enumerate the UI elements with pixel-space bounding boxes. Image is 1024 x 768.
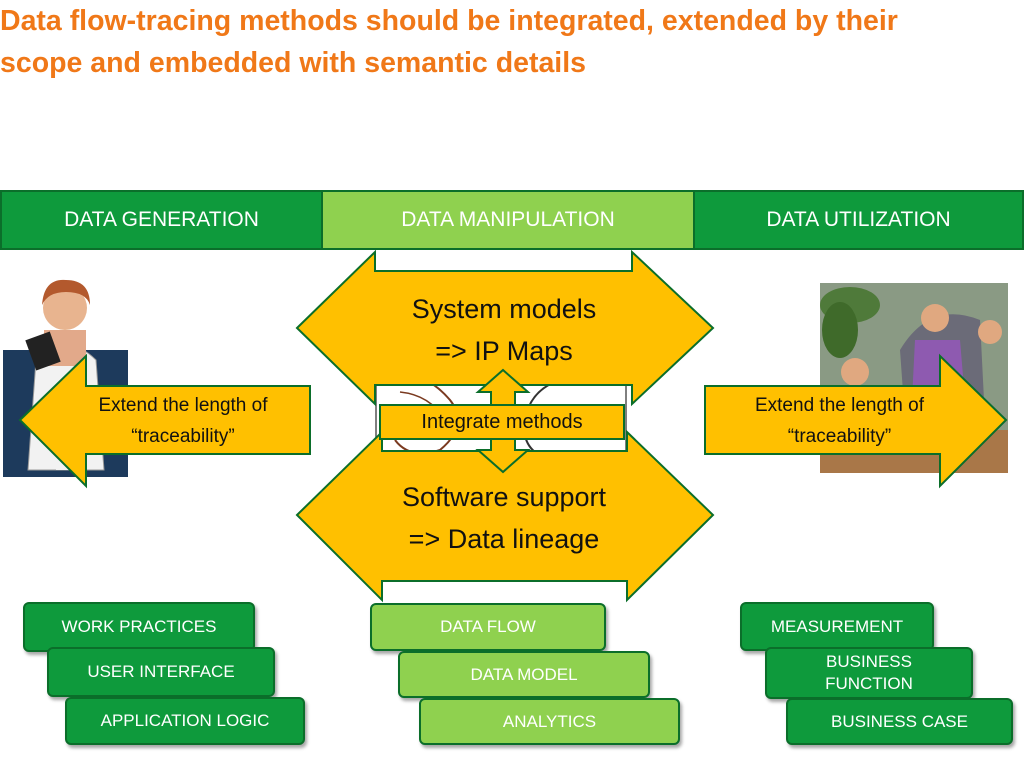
tag-analytics: ANALYTICS bbox=[419, 698, 680, 745]
integrate-methods-label: Integrate methods bbox=[379, 404, 625, 440]
system-models-line1: System models bbox=[411, 294, 597, 324]
left-arrow-text: Extend the length of “traceability” bbox=[58, 390, 308, 452]
right-extend-arrow bbox=[704, 353, 1008, 489]
tag-measurement: MEASUREMENT bbox=[740, 602, 934, 651]
phase-label: DATA UTILIZATION bbox=[766, 208, 951, 231]
tag-data-flow: DATA FLOW bbox=[370, 603, 606, 651]
right-arrow-line2: “traceability” bbox=[787, 426, 892, 447]
integrate-methods-text: Integrate methods bbox=[421, 410, 583, 433]
tag-user-interface: USER INTERFACE bbox=[47, 647, 275, 697]
left-arrow-line2: “traceability” bbox=[131, 426, 235, 447]
tag-business-case: BUSINESS CASE bbox=[786, 698, 1013, 745]
phase-data-manipulation: DATA MANIPULATION bbox=[321, 190, 695, 250]
tag-application-logic: APPLICATION LOGIC bbox=[65, 697, 305, 745]
slide-title: Data flow-tracing methods should be inte… bbox=[0, 5, 898, 79]
phase-data-utilization: DATA UTILIZATION bbox=[693, 190, 1024, 250]
left-arrow-line1: Extend the length of bbox=[98, 395, 268, 416]
phase-data-generation: DATA GENERATION bbox=[0, 190, 323, 250]
phase-label: DATA GENERATION bbox=[64, 208, 259, 231]
right-arrow-text: Extend the length of “traceability” bbox=[712, 390, 967, 452]
system-models-text: System models => IP Maps bbox=[375, 288, 633, 372]
tag-business-function: BUSINESS FUNCTION bbox=[765, 647, 973, 699]
system-models-line2: => IP Maps bbox=[435, 336, 573, 366]
software-support-line1: Software support bbox=[401, 482, 607, 512]
software-support-text: Software support => Data lineage bbox=[362, 476, 646, 560]
phase-label: DATA MANIPULATION bbox=[401, 208, 615, 231]
right-arrow-line1: Extend the length of bbox=[754, 395, 924, 416]
software-support-line2: => Data lineage bbox=[408, 524, 600, 554]
tag-data-model: DATA MODEL bbox=[398, 651, 650, 698]
software-support-arrow bbox=[295, 429, 715, 603]
tag-work-practices: WORK PRACTICES bbox=[23, 602, 255, 652]
system-models-arrow bbox=[295, 249, 715, 407]
left-extend-arrow bbox=[18, 353, 311, 489]
